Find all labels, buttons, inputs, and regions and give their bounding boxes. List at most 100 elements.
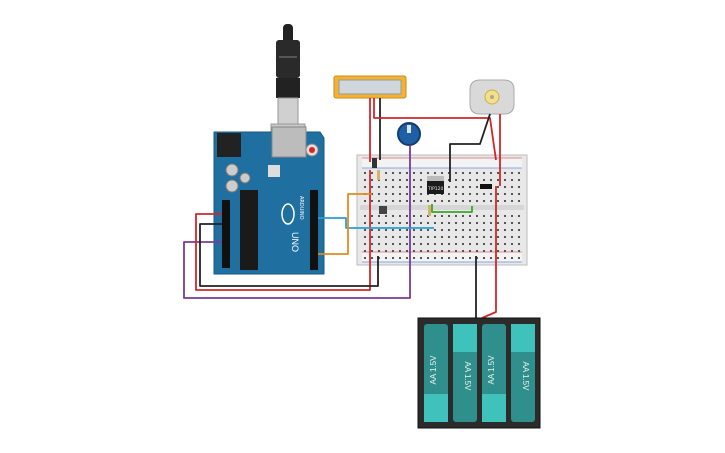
breadboard-hole [364,236,366,238]
breadboard-hole [511,200,513,202]
breadboard-hole [469,236,471,238]
breadboard-hole [399,179,401,181]
breadboard-hole [490,236,492,238]
breadboard-hole [518,222,520,224]
battery-cell: AA 1.5V [424,324,448,422]
lcd-display-icon[interactable] [333,75,407,99]
breadboard-hole [420,257,422,259]
board-led [268,165,280,177]
breadboard-hole [392,179,394,181]
breadboard-hole [427,243,429,245]
breadboard-hole [441,172,443,174]
breadboard-hole [399,236,401,238]
breadboard-hole [504,243,506,245]
breadboard-hole [462,222,464,224]
breadboard-hole [399,172,401,174]
breadboard-hole [385,257,387,259]
capacitor [225,179,239,193]
breadboard-hole [371,243,373,245]
breadboard-hole [392,193,394,195]
potentiometer-icon[interactable] [397,122,421,146]
breadboard-hole [413,172,415,174]
breadboard-hole [483,236,485,238]
arduino-symbol-icon [281,203,295,225]
breadboard-hole [371,257,373,259]
breadboard-hole [427,200,429,202]
breadboard-hole [406,250,408,252]
breadboard-hole [490,215,492,217]
breadboard-hole [371,229,373,231]
tip120-transistor[interactable]: TIP120 [427,176,444,194]
breadboard-hole [420,200,422,202]
breadboard-hole [399,215,401,217]
push-button[interactable] [379,206,387,214]
breadboard-hole [483,229,485,231]
breadboard-hole [504,222,506,224]
dc-motor-icon[interactable] [469,79,515,115]
diode [480,184,492,189]
breadboard-hole [497,193,499,195]
analog-header [222,200,230,268]
breadboard-hole [371,222,373,224]
breadboard-hole [434,172,436,174]
breadboard-hole [385,179,387,181]
breadboard-hole [420,222,422,224]
breadboard-hole [385,172,387,174]
breadboard-hole [406,222,408,224]
breadboard-hole [399,257,401,259]
breadboard-hole [518,186,520,188]
breadboard-hole [483,215,485,217]
breadboard-hole [490,193,492,195]
breadboard-hole [441,215,443,217]
breadboard-hole [497,215,499,217]
reset-button[interactable] [309,147,315,153]
breadboard-hole [406,186,408,188]
breadboard-hole [511,236,513,238]
breadboard-hole [371,179,373,181]
battery-cell-label: AA 1.5V [429,355,438,385]
breadboard-hole [434,243,436,245]
breadboard-hole [406,200,408,202]
breadboard-hole [497,250,499,252]
battery-cell-label: AA 1.5V [487,355,496,385]
arduino-board[interactable]: ARDUINO UNO [213,126,325,275]
breadboard-hole [364,200,366,202]
breadboard-hole [504,172,506,174]
breadboard-hole [490,257,492,259]
breadboard-hole [371,172,373,174]
breadboard-holes [364,172,520,259]
breadboard-hole [518,229,520,231]
breadboard-hole [378,243,380,245]
breadboard-hole [434,200,436,202]
breadboard-hole [378,186,380,188]
breadboard-hole [476,186,478,188]
breadboard-hole [427,172,429,174]
breadboard-hole [392,250,394,252]
digital-header [310,190,318,270]
breadboard-hole [469,257,471,259]
breadboard-hole [462,200,464,202]
breadboard-hole [504,186,506,188]
breadboard-hole [511,179,513,181]
breadboard-hole [427,250,429,252]
breadboard-hole [385,222,387,224]
breadboard-hole [364,172,366,174]
breadboard-hole [455,172,457,174]
breadboard-hole [483,257,485,259]
breadboard-hole [455,250,457,252]
breadboard-hole [455,215,457,217]
breadboard-hole [448,215,450,217]
breadboard-hole [497,257,499,259]
wire-battery-red [481,186,497,319]
breadboard-hole [427,222,429,224]
battery-cell: AA 1.5V [453,324,477,422]
breadboard-hole [511,229,513,231]
breadboard-hole [497,179,499,181]
breadboard-hole [469,186,471,188]
breadboard-hole [455,243,457,245]
breadboard-hole [518,215,520,217]
breadboard-hole [511,243,513,245]
breadboard-hole [504,229,506,231]
